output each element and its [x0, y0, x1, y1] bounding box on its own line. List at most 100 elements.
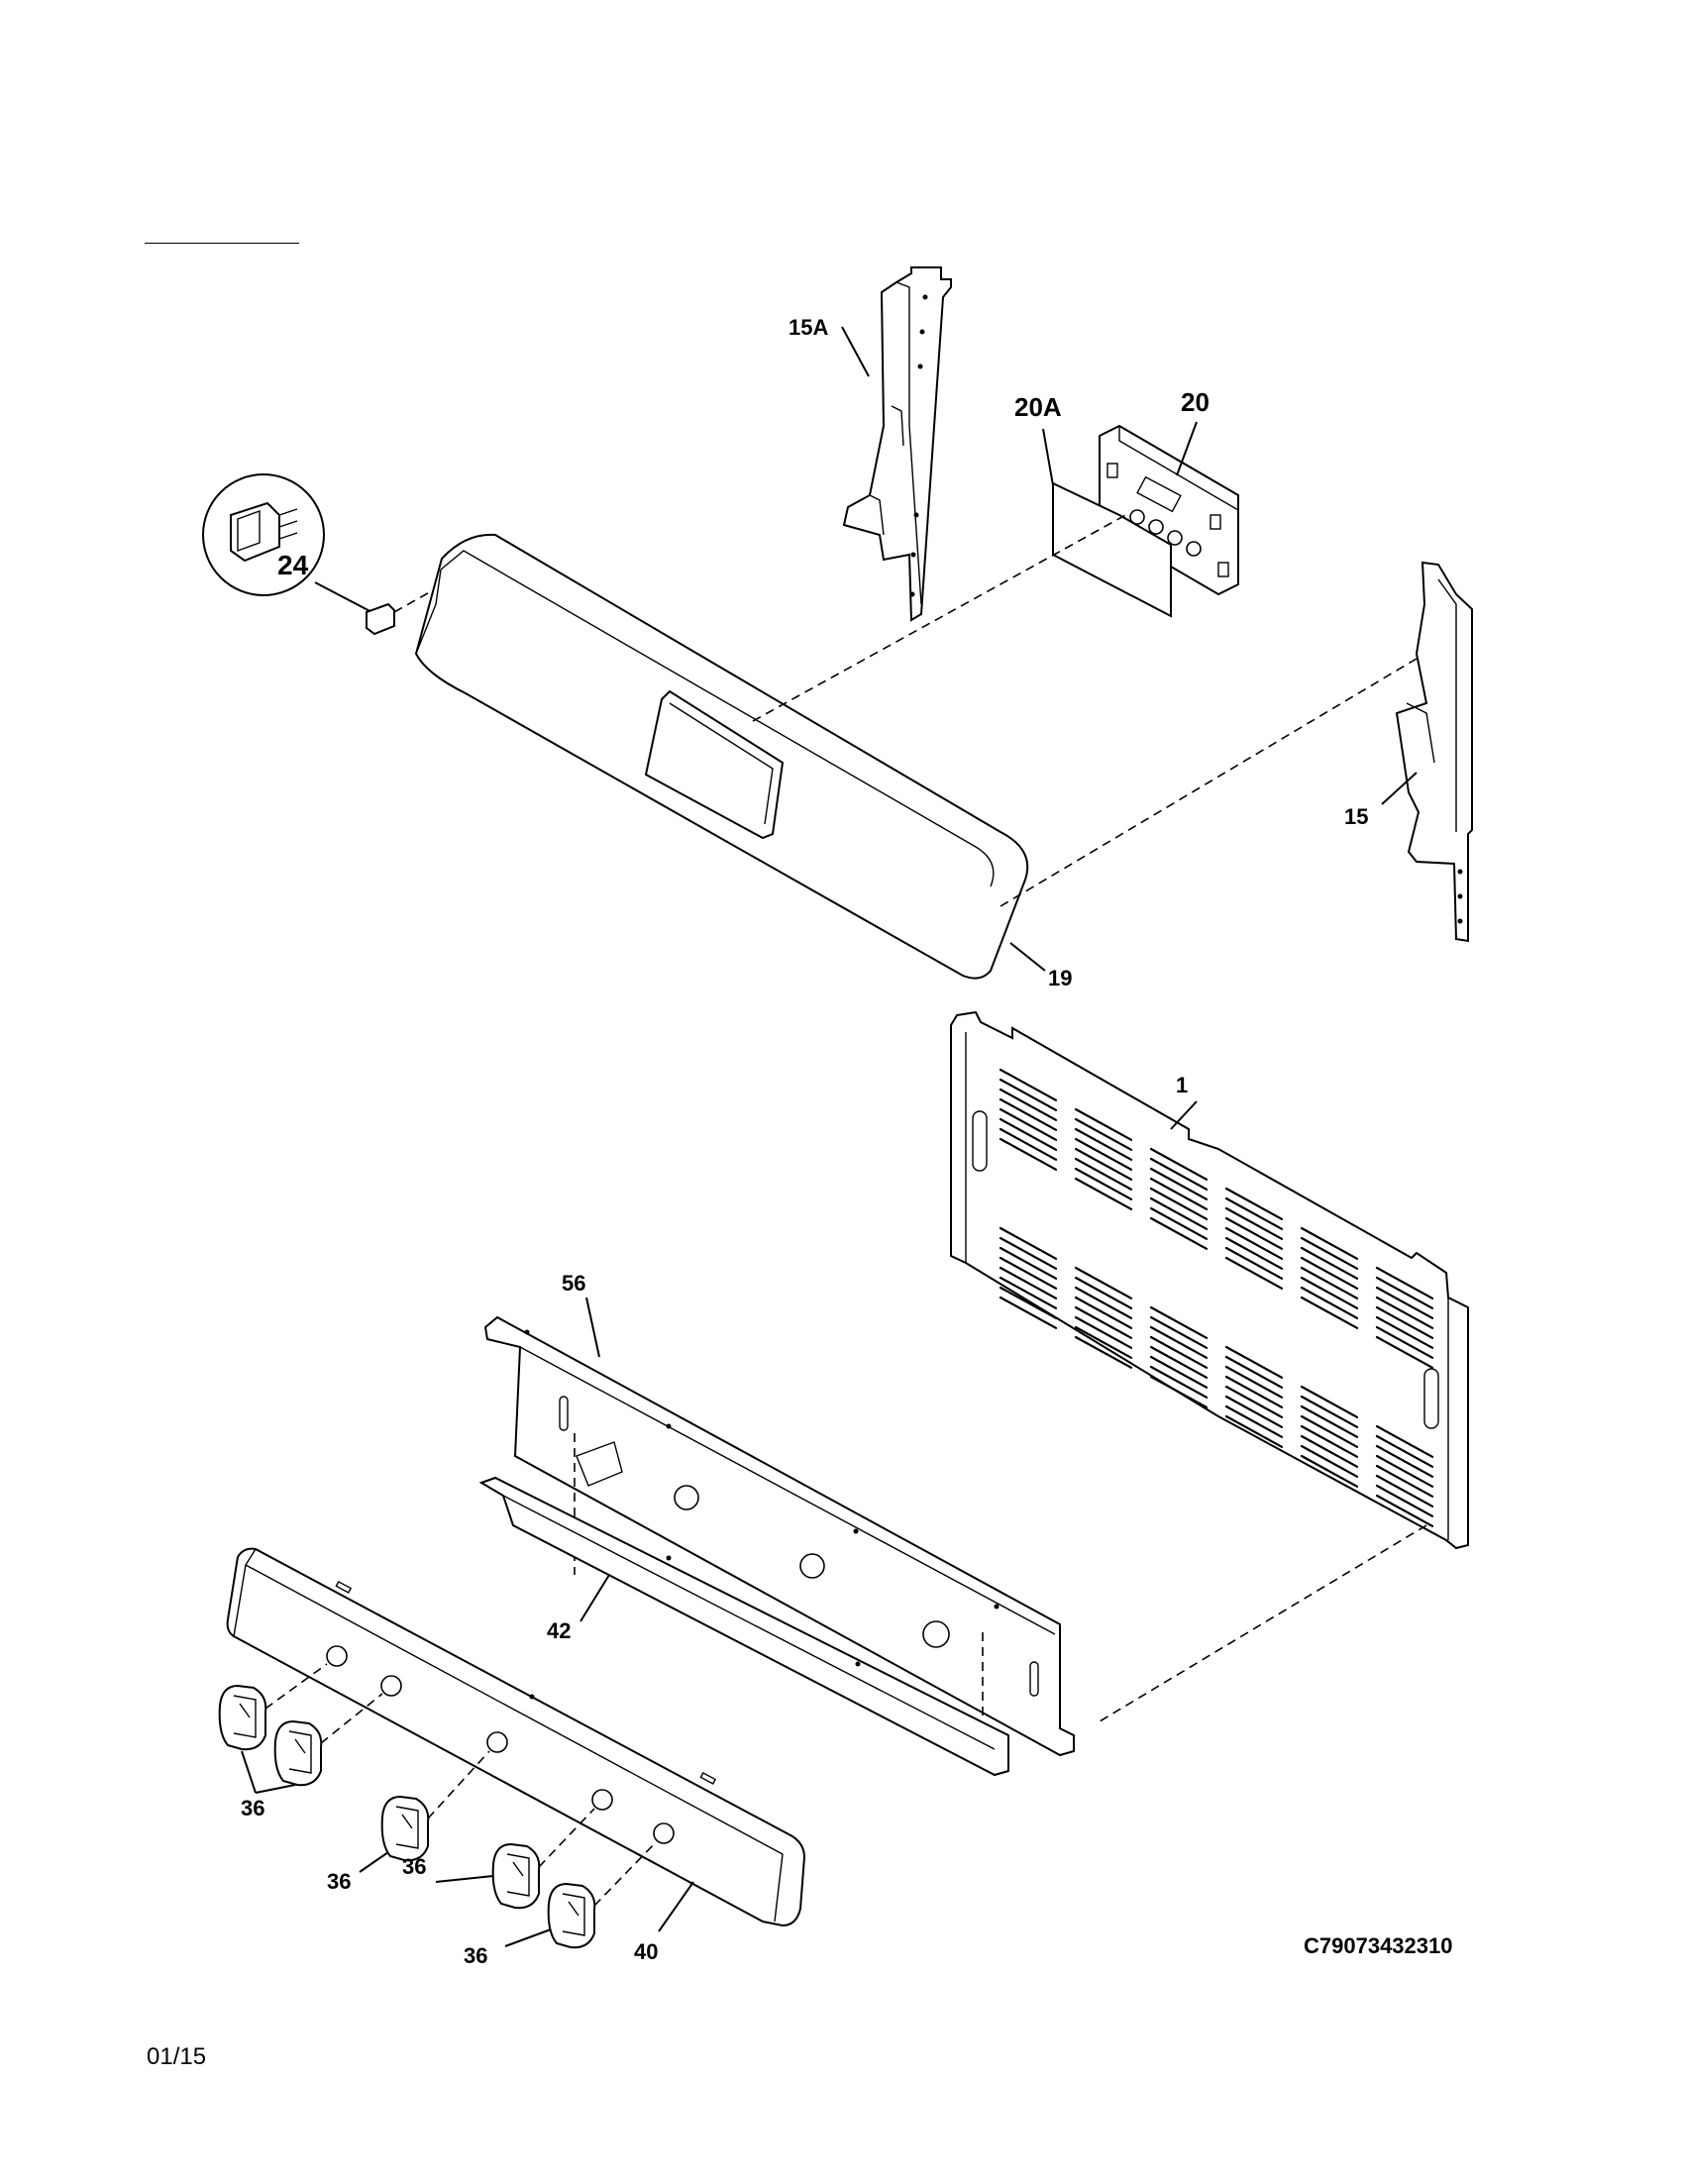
vent-slot — [1375, 1286, 1434, 1319]
vent-slot — [1224, 1216, 1284, 1250]
vent-slot — [999, 1107, 1058, 1141]
vent-slot — [1224, 1226, 1284, 1260]
vent-slot — [1375, 1494, 1434, 1527]
vent-slot — [999, 1246, 1058, 1280]
part-40-manifold-panel — [226, 1547, 806, 1927]
vent-slot — [1149, 1187, 1209, 1220]
vent-slot — [1375, 1266, 1434, 1300]
vent-slot — [1224, 1365, 1284, 1399]
part-19-control-panel — [414, 512, 1418, 980]
vent-slot — [1300, 1266, 1359, 1300]
vent-slot — [1074, 1286, 1133, 1319]
vent-slot — [1149, 1325, 1209, 1359]
vent-slot — [1224, 1187, 1284, 1220]
callout-20: 20 — [1181, 387, 1210, 417]
diagram-code: C79073432310 — [1304, 1933, 1452, 1958]
vent-slot — [1224, 1404, 1284, 1438]
leader-lines — [241, 326, 1418, 1947]
part-20-control-board — [1099, 424, 1239, 596]
vent-slot — [1224, 1206, 1284, 1240]
vent-slot — [1300, 1385, 1359, 1418]
vent-slot — [1300, 1226, 1359, 1260]
vent-slot — [1074, 1296, 1133, 1329]
vent-slot — [1300, 1246, 1359, 1280]
vent-slot — [1149, 1216, 1209, 1250]
vent-slot — [1375, 1454, 1434, 1488]
vent-slot — [1300, 1414, 1359, 1448]
callout-15a: 15A — [789, 315, 828, 340]
callout-labels: 15A 20A 20 24 15 19 1 56 42 36 36 36 36 … — [241, 315, 1452, 1968]
vent-slot — [1375, 1325, 1434, 1359]
vent-slot — [1074, 1276, 1133, 1309]
callout-56: 56 — [562, 1271, 585, 1296]
vent-slot — [1149, 1177, 1209, 1210]
vent-slot — [999, 1256, 1058, 1290]
vent-slot — [1224, 1355, 1284, 1389]
vent-slot — [1149, 1305, 1209, 1339]
vent-slot — [1375, 1484, 1434, 1517]
part-36-knob-2 — [273, 1693, 383, 1787]
vent-slot — [999, 1137, 1058, 1171]
vent-slot — [1300, 1236, 1359, 1270]
vent-slot — [1074, 1177, 1133, 1210]
vent-slot — [1074, 1167, 1133, 1200]
vent-slot — [1074, 1137, 1133, 1171]
vent-slot — [1224, 1345, 1284, 1379]
vent-slot — [1300, 1395, 1359, 1428]
vent-slot — [999, 1117, 1058, 1151]
vent-slot — [1074, 1117, 1133, 1151]
vent-slot — [1300, 1444, 1359, 1478]
vent-slot — [1375, 1474, 1434, 1508]
vent-slot — [999, 1296, 1058, 1329]
vent-slot — [1149, 1167, 1209, 1200]
vent-slot — [1149, 1206, 1209, 1240]
vent-slot — [1074, 1157, 1133, 1191]
vent-slot — [999, 1236, 1058, 1270]
callout-19: 19 — [1048, 966, 1072, 990]
vent-slot — [999, 1276, 1058, 1309]
callout-36-a: 36 — [241, 1796, 264, 1820]
vent-slot — [1224, 1395, 1284, 1428]
vent-slot — [1074, 1335, 1133, 1369]
vent-slot — [999, 1266, 1058, 1300]
vent-louvers — [999, 1068, 1434, 1527]
callout-20a: 20A — [1014, 392, 1062, 422]
vent-slot — [1149, 1355, 1209, 1389]
vent-slot — [1224, 1196, 1284, 1230]
vent-slot — [1074, 1266, 1133, 1300]
vent-slot — [999, 1286, 1058, 1319]
part-36-knob-1 — [218, 1663, 328, 1751]
vent-slot — [1074, 1315, 1133, 1349]
part-56-mount-bracket — [483, 1315, 1075, 1757]
part-20a-overlay — [1052, 481, 1172, 618]
vent-slot — [1300, 1404, 1359, 1438]
part-36-knob-3 — [380, 1750, 490, 1862]
part-24-switch-detail — [202, 473, 459, 636]
part-15-right-bracket — [1395, 561, 1473, 943]
callout-15: 15 — [1344, 804, 1368, 829]
vent-slot — [1074, 1107, 1133, 1141]
vent-slot — [1375, 1424, 1434, 1458]
vent-slot — [1224, 1414, 1284, 1448]
vent-slot — [1300, 1424, 1359, 1458]
vent-slot — [999, 1078, 1058, 1111]
vent-slot — [1375, 1315, 1434, 1349]
vent-slot — [999, 1068, 1058, 1101]
vent-slot — [1149, 1365, 1209, 1399]
vent-slot — [1300, 1296, 1359, 1329]
vent-slot — [1375, 1276, 1434, 1309]
callout-36-b: 36 — [327, 1869, 351, 1894]
vent-slot — [1074, 1305, 1133, 1339]
vent-slot — [1149, 1375, 1209, 1408]
callout-1: 1 — [1176, 1073, 1188, 1097]
vent-slot — [1300, 1276, 1359, 1309]
part-1-rear-panel — [950, 1010, 1469, 1722]
vent-slot — [1074, 1147, 1133, 1181]
vent-slot — [999, 1226, 1058, 1260]
callout-36-d: 36 — [464, 1943, 487, 1968]
vent-slot — [1074, 1325, 1133, 1359]
vent-slot — [999, 1127, 1058, 1161]
callout-24: 24 — [277, 550, 309, 580]
vent-slot — [1224, 1256, 1284, 1290]
